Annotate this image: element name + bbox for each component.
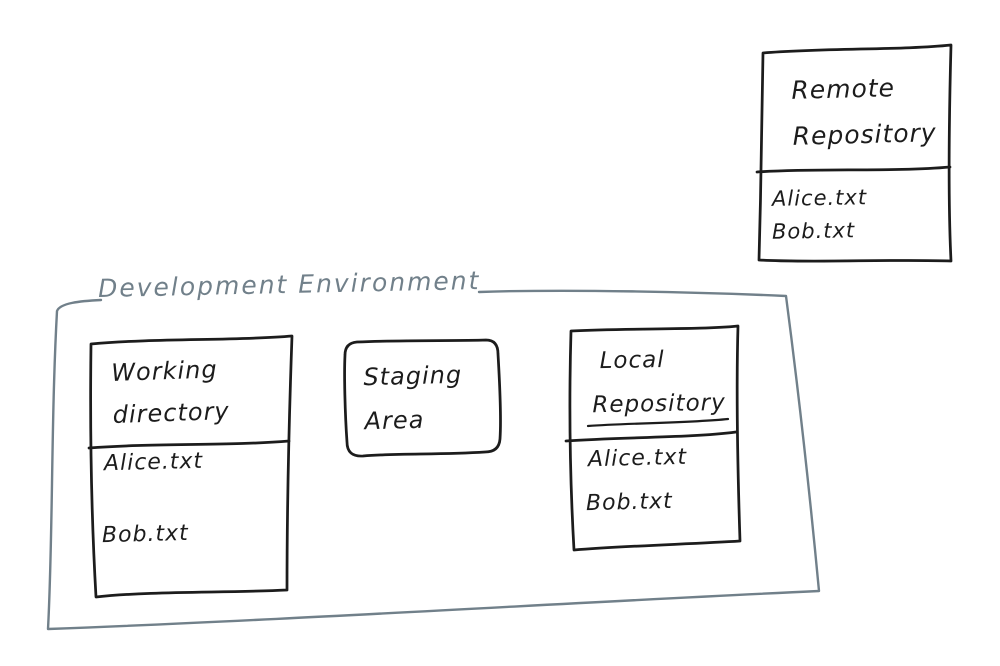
development-environment-label: Development Environment bbox=[97, 265, 481, 304]
local-repository-title-line1: Local bbox=[599, 346, 665, 375]
staging-area-title-line1: Staging bbox=[363, 360, 463, 392]
remote-repository-outline bbox=[757, 43, 953, 263]
file-label: Alice.txt bbox=[103, 448, 204, 477]
local-repository-divider bbox=[564, 430, 738, 443]
staging-area-title: Staging Area bbox=[363, 353, 464, 444]
file-label: Alice.txt bbox=[587, 444, 688, 473]
file-label: Alice.txt bbox=[771, 185, 868, 211]
working-directory-outline bbox=[89, 334, 294, 599]
working-directory-title-line1: Working bbox=[110, 355, 219, 388]
remote-repository-title: Remote Repository bbox=[791, 64, 937, 160]
local-repository-title: Local Repository bbox=[592, 337, 726, 427]
remote-repository-title-line2: Repository bbox=[792, 118, 938, 151]
development-environment-outline bbox=[46, 289, 821, 631]
working-directory-divider bbox=[87, 439, 291, 450]
local-repository-title-underline bbox=[586, 417, 730, 428]
working-directory-title-line2: directory bbox=[112, 396, 231, 430]
staging-area-outline bbox=[343, 338, 502, 458]
file-label: Bob.txt bbox=[771, 218, 856, 244]
working-directory-title: Working directory bbox=[111, 348, 231, 436]
local-repository-title-line2: Repository bbox=[592, 389, 726, 419]
remote-repository-title-line1: Remote bbox=[791, 73, 896, 105]
file-label: Bob.txt bbox=[101, 520, 190, 549]
file-label: Bob.txt bbox=[585, 488, 674, 517]
local-repository-outline bbox=[568, 324, 742, 552]
remote-repository-divider bbox=[755, 165, 952, 174]
staging-area-title-line2: Area bbox=[364, 405, 425, 436]
